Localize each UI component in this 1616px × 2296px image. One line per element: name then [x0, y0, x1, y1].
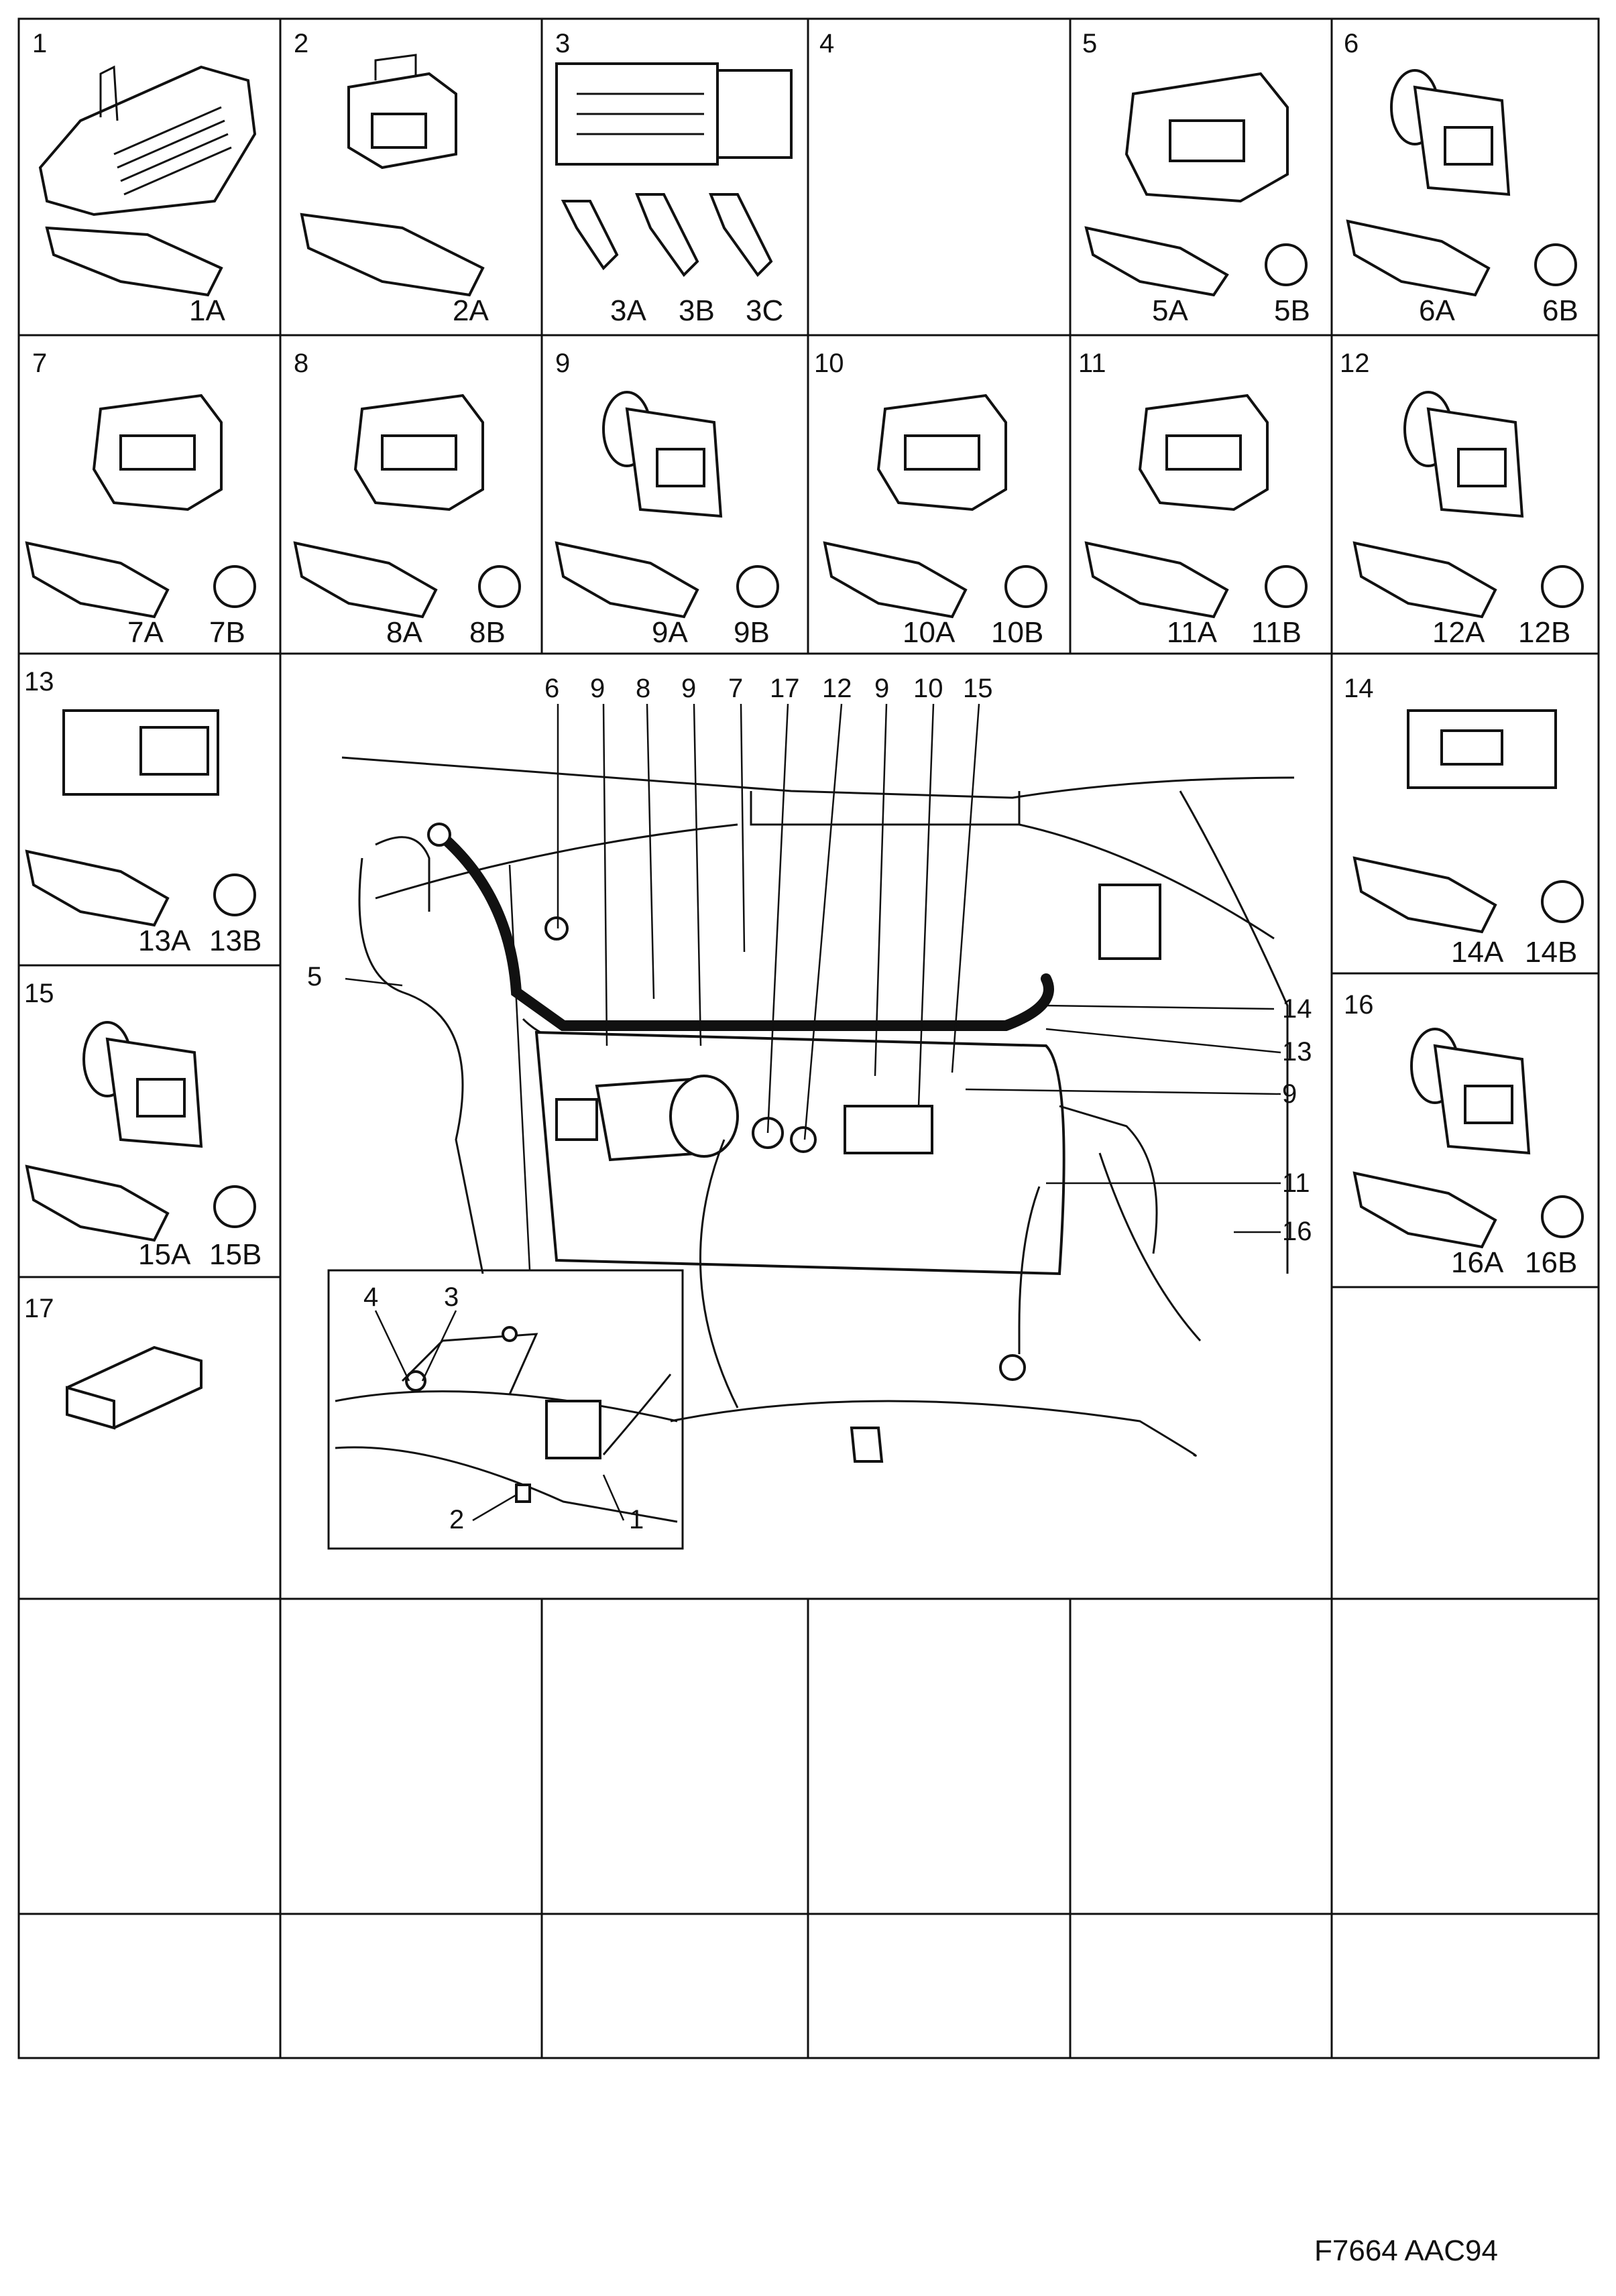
cell-4-number: 4	[819, 29, 834, 58]
cell-10-number: 10	[814, 349, 844, 378]
inset-detail: 4 3 2 1	[327, 1269, 684, 1550]
cell-2-number: 2	[294, 29, 308, 58]
code-16A: 16A	[1451, 1246, 1504, 1279]
cell-8-number: 8	[294, 349, 308, 378]
code-10A: 10A	[903, 616, 956, 649]
code-12B: 12B	[1518, 616, 1570, 649]
relay-connector-illustration	[300, 54, 485, 297]
callout-leaders	[345, 703, 1281, 1271]
code-3C: 3C	[746, 294, 783, 327]
code-7B: 7B	[209, 616, 245, 649]
main-callouts: 6 9 8 9 7 17 12 9 10 15 14 13 9 11 16 5	[307, 674, 1312, 1246]
code-11B: 11B	[1251, 616, 1302, 649]
code-14A: 14A	[1451, 936, 1504, 969]
callout-top-17: 17	[770, 674, 800, 703]
cell-3-number: 3	[555, 29, 570, 58]
figure-code: F7664 AAC94	[1314, 2234, 1498, 2267]
code-6A: 6A	[1419, 294, 1455, 327]
code-14B: 14B	[1525, 936, 1577, 969]
callout-top-8: 8	[636, 674, 650, 703]
cell-9-number: 9	[555, 349, 570, 378]
code-7A: 7A	[127, 616, 164, 649]
code-15B: 15B	[209, 1238, 262, 1271]
code-3A: 3A	[610, 294, 646, 327]
code-10B: 10B	[991, 616, 1043, 649]
code-8B: 8B	[469, 616, 506, 649]
code-5B: 5B	[1274, 294, 1310, 327]
cell-15-number: 15	[24, 979, 54, 1008]
cell-16-number: 16	[1344, 990, 1374, 1020]
callout-right-9: 9	[1282, 1079, 1297, 1109]
callout-right-14: 14	[1282, 994, 1312, 1024]
ecu-connector-illustration	[38, 65, 257, 297]
cell-13-number: 13	[24, 667, 54, 697]
code-2A: 2A	[453, 294, 489, 327]
cell-7-number: 7	[32, 349, 47, 378]
inset-callout-2: 2	[449, 1505, 464, 1534]
cell-5-number: 5	[1082, 29, 1097, 58]
cell-11-number: 11	[1078, 349, 1106, 378]
code-13A: 13A	[138, 924, 191, 957]
sealed-plug-illustrations	[25, 69, 1584, 1249]
code-3B: 3B	[679, 294, 715, 327]
callout-right-11: 11	[1282, 1168, 1310, 1198]
cell-1-number: 1	[32, 29, 47, 58]
code-13B: 13B	[209, 924, 262, 957]
cell-12-number: 12	[1340, 349, 1370, 378]
cell-14-number: 14	[1344, 674, 1374, 703]
cell-17-number: 17	[24, 1294, 54, 1323]
cell-6-number: 6	[1344, 29, 1359, 58]
code-8A: 8A	[386, 616, 422, 649]
code-9B: 9B	[734, 616, 770, 649]
callout-top-9b: 9	[681, 674, 696, 703]
callout-top-7: 7	[728, 674, 743, 703]
callout-top-15: 15	[963, 674, 993, 703]
code-15A: 15A	[138, 1238, 191, 1271]
callout-top-6: 6	[544, 674, 559, 703]
flat-plug-illustration	[66, 1345, 203, 1430]
callout-left-5: 5	[307, 962, 322, 991]
connector-5-illustration	[1084, 72, 1308, 297]
connector-13-illustration	[25, 709, 256, 927]
callout-top-9a: 9	[590, 674, 605, 703]
inset-callout-1: 1	[629, 1505, 644, 1534]
code-5A: 5A	[1152, 294, 1188, 327]
callout-top-9c: 9	[874, 674, 889, 703]
engine-bay-diagram	[341, 756, 1295, 1463]
three-pin-connector-illustrations	[25, 394, 1308, 619]
multi-connector-housing-illustration	[555, 62, 793, 278]
callout-right-13: 13	[1282, 1037, 1312, 1067]
callout-right-16: 16	[1282, 1217, 1312, 1246]
code-9A: 9A	[652, 616, 688, 649]
grid-lines	[17, 17, 1600, 2059]
inset-callout-4: 4	[363, 1282, 378, 1312]
code-12A: 12A	[1432, 616, 1485, 649]
code-6B: 6B	[1542, 294, 1578, 327]
callout-top-10: 10	[913, 674, 943, 703]
callout-top-12: 12	[822, 674, 852, 703]
connector-14-illustration	[1352, 709, 1584, 934]
code-1A: 1A	[189, 294, 225, 327]
inset-callout-3: 3	[444, 1282, 459, 1312]
code-11A: 11A	[1167, 616, 1218, 649]
code-16B: 16B	[1525, 1246, 1577, 1279]
